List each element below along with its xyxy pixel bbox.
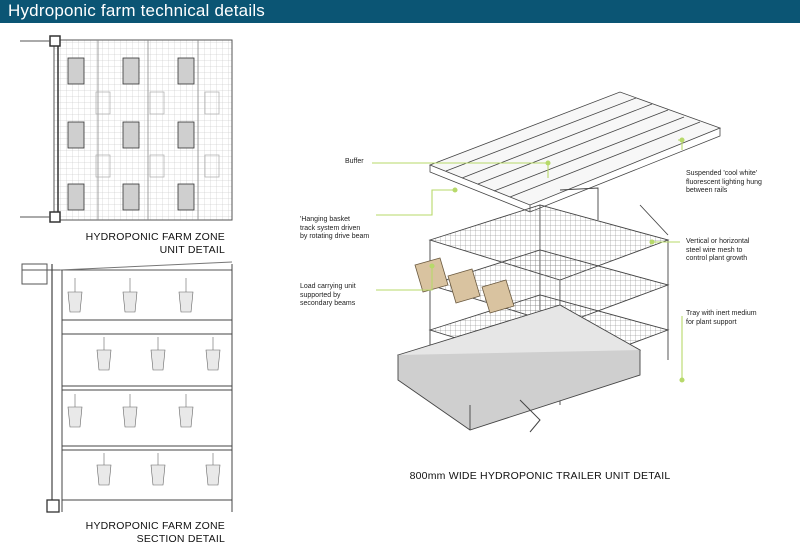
- trailer-detail-caption-text: 800mm WIDE HYDROPONIC TRAILER UNIT DETAI…: [409, 470, 671, 482]
- callout-load-line2: supported by: [300, 291, 341, 299]
- trailer-unit-isometric: [396, 91, 722, 433]
- section-detail-elevation: [21, 261, 233, 513]
- section-detail-caption-line2: SECTION DETAIL: [136, 533, 225, 545]
- callout-track-line3: by rotating drive beam: [300, 233, 370, 241]
- callout-load-line1: Load carrying unit: [300, 283, 356, 290]
- callout-track-line2: track system driven: [300, 224, 361, 232]
- unit-detail-caption-line2: UNIT DETAIL: [159, 244, 225, 256]
- unit-detail-caption: HYDROPONIC FARM ZONE UNIT DETAIL: [40, 231, 225, 257]
- callout-track: 'Hanging basket track system driven by r…: [300, 216, 369, 242]
- callout-mesh-line3: control plant growth: [686, 255, 748, 263]
- callout-tray-line2: for plant support: [686, 318, 737, 326]
- callout-track-line1: 'Hanging basket: [300, 216, 350, 223]
- callout-leaders: [372, 137, 685, 383]
- callout-lighting-line1: Suspended 'cool white': [686, 170, 758, 177]
- callout-load: Load carrying unit supported by secondar…: [300, 283, 356, 309]
- callout-mesh-line2: steel wire mesh to: [686, 246, 743, 254]
- callout-load-line3: secondary beams: [300, 300, 356, 308]
- trailer-detail-caption: 800mm WIDE HYDROPONIC TRAILER UNIT DETAI…: [370, 470, 710, 483]
- title-bar: Hydroponic farm technical details: [0, 0, 800, 23]
- unit-detail-caption-line1: HYDROPONIC FARM ZONE: [85, 231, 225, 243]
- section-detail-caption-line1: HYDROPONIC FARM ZONE: [85, 520, 225, 532]
- callout-buffer: Buffer: [345, 158, 364, 167]
- callout-buffer-line1: Buffer: [345, 158, 364, 165]
- plant-tray: [396, 304, 642, 433]
- callout-mesh-line1: Vertical or horizontal: [686, 238, 750, 245]
- section-detail-caption: HYDROPONIC FARM ZONE SECTION DETAIL: [40, 520, 225, 546]
- callout-mesh: Vertical or horizontal steel wire mesh t…: [686, 238, 749, 264]
- callout-lighting-line2: fluorescent lighting hung: [686, 178, 762, 186]
- callout-lighting: Suspended 'cool white' fluorescent light…: [686, 170, 762, 196]
- callout-tray: Tray with inert medium for plant support: [686, 310, 757, 327]
- callout-tray-line1: Tray with inert medium: [686, 310, 757, 317]
- page-title: Hydroponic farm technical details: [8, 1, 265, 20]
- lighting-rails: [428, 91, 722, 213]
- callout-lighting-line3: between rails: [686, 187, 728, 195]
- unit-detail-plan: [20, 35, 233, 223]
